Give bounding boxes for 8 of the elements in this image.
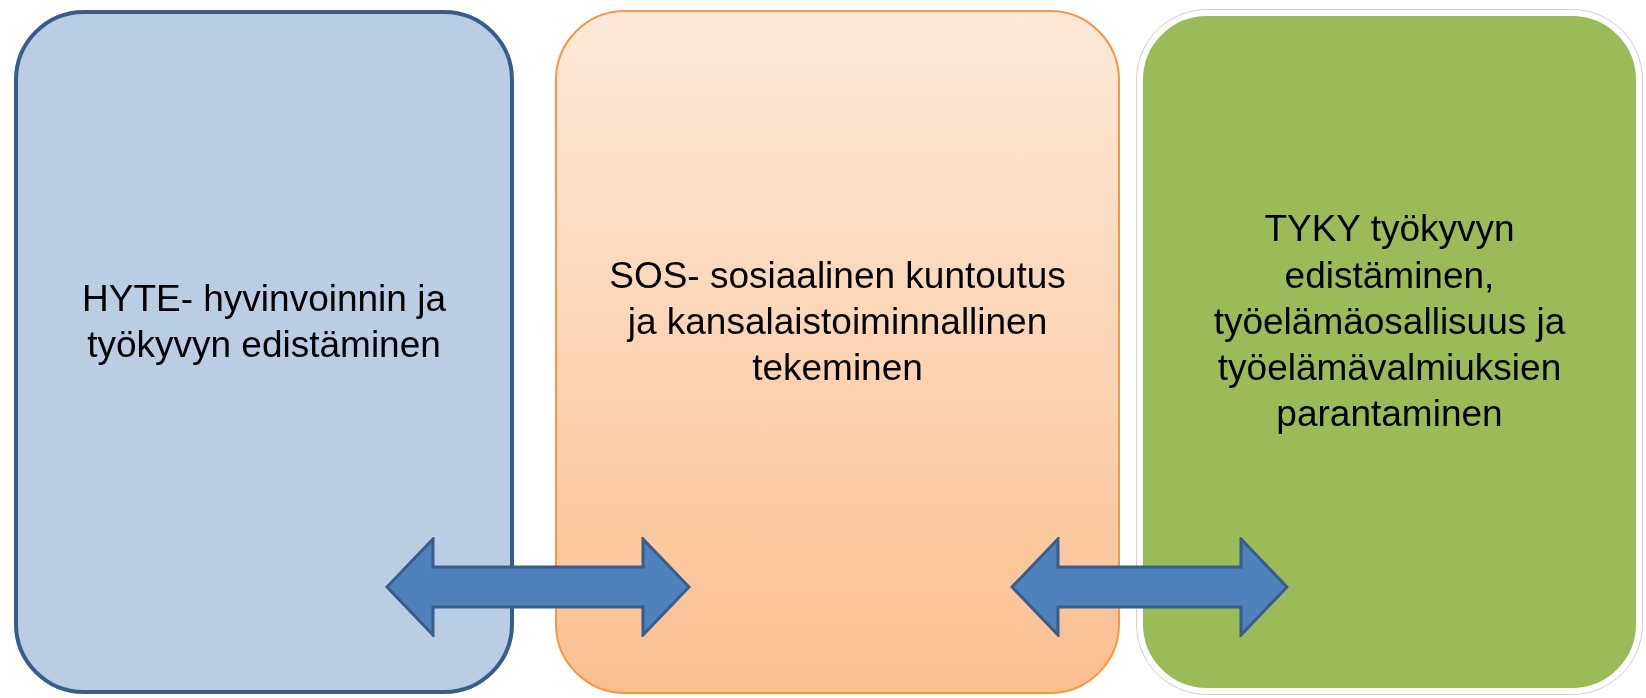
rounded-box [14,10,514,694]
box-text: HYTE- hyvinvoinnin ja työkyvyn edistäminen [81,276,447,367]
rounded-box [555,10,1120,694]
box-text: SOS- sosiaalinen kuntoutus ja kansalaistoiminnallinen tekeminen [608,253,1067,391]
box-text: TYKY työkyvyn edistäminen, työelämäosallisuus ja työelämävalmiuksien parantaminen [1212,207,1567,437]
rounded-box [1137,10,1642,694]
double-arrow [385,537,691,637]
double-arrow [1010,537,1289,637]
